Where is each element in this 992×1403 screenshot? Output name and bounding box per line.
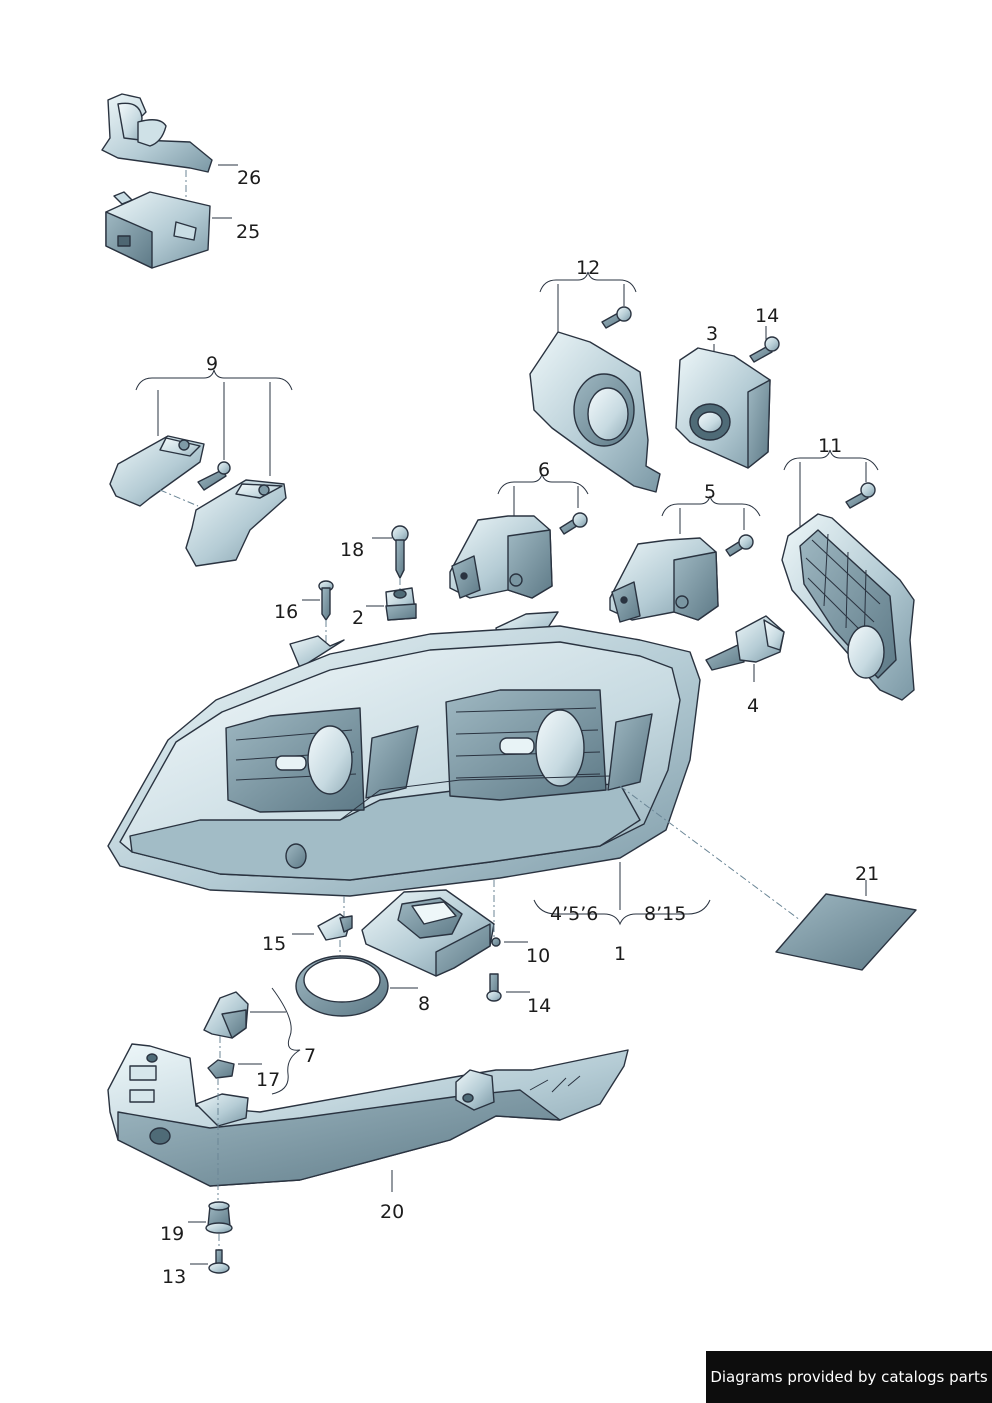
- callout-26: 26: [237, 167, 261, 189]
- callout-1: 1: [614, 943, 626, 965]
- part-9-screw: [197, 461, 231, 491]
- brace-1: [533, 899, 711, 926]
- callout-6: 6: [538, 459, 550, 481]
- callout-21: 21: [855, 863, 879, 885]
- part-21-sheet: [775, 893, 917, 971]
- part-6-screw: [559, 512, 588, 535]
- part-3-module: [675, 347, 771, 469]
- part-18-screw: [391, 525, 409, 579]
- part-14-screw-top: [749, 336, 780, 363]
- callout-19: 19: [160, 1223, 184, 1245]
- part-10-control-unit: [361, 889, 495, 977]
- callout-group-left: 4’5’6: [550, 903, 598, 925]
- callout-11: 11: [818, 435, 842, 457]
- part-6-module: [449, 515, 553, 599]
- part-7-bracket: [203, 991, 249, 1039]
- callout-14-top: 14: [755, 305, 779, 327]
- callout-13: 13: [162, 1266, 186, 1288]
- part-15-bulb: [317, 913, 353, 941]
- part-12-screw: [601, 306, 632, 329]
- brace-9: [135, 369, 293, 391]
- part-19-grommet: [205, 1201, 233, 1234]
- part-9-connector: [109, 435, 205, 507]
- part-8-ring: [295, 955, 389, 1017]
- callout-10: 10: [526, 945, 550, 967]
- callout-20: 20: [380, 1201, 404, 1223]
- part-11-cap: [781, 513, 915, 701]
- callout-group-right: 8’15: [644, 903, 686, 925]
- callout-16: 16: [274, 601, 298, 623]
- part-5-module: [609, 537, 719, 623]
- callout-5: 5: [704, 481, 716, 503]
- footer-credit: Diagrams provided by catalogs parts: [706, 1351, 992, 1403]
- callout-8: 8: [418, 993, 430, 1015]
- part-1-headlight: [107, 611, 701, 897]
- part-17-nut: [207, 1059, 235, 1079]
- part-26-holder: [101, 93, 213, 173]
- callout-15: 15: [262, 933, 286, 955]
- callout-12: 12: [576, 257, 600, 279]
- part-13-screw: [208, 1249, 230, 1274]
- brace-12: [539, 271, 637, 293]
- callout-14-bottom: 14: [527, 995, 551, 1017]
- callout-4: 4: [747, 695, 759, 717]
- brace-7: [271, 987, 301, 1095]
- part-2-nut: [385, 587, 417, 621]
- part-12-cover: [529, 331, 661, 493]
- brace-6: [497, 473, 589, 495]
- brace-11: [783, 449, 879, 471]
- callout-7: 7: [304, 1045, 316, 1067]
- callout-2: 2: [352, 607, 364, 629]
- part-11-screw: [845, 482, 876, 509]
- callout-17: 17: [256, 1069, 280, 1091]
- part-9-bracket: [185, 479, 287, 567]
- part-16-screw: [318, 580, 334, 621]
- brace-5: [661, 495, 761, 517]
- part-14-screw-bottom: [486, 973, 502, 1002]
- part-20-carrier: [107, 1043, 629, 1187]
- callout-18: 18: [340, 539, 364, 561]
- callout-3: 3: [706, 323, 718, 345]
- part-4-bulb: [705, 615, 785, 671]
- part-5-screw: [725, 534, 754, 557]
- part-25-control-unit: [105, 191, 211, 269]
- callout-9: 9: [206, 353, 218, 375]
- callout-25: 25: [236, 221, 260, 243]
